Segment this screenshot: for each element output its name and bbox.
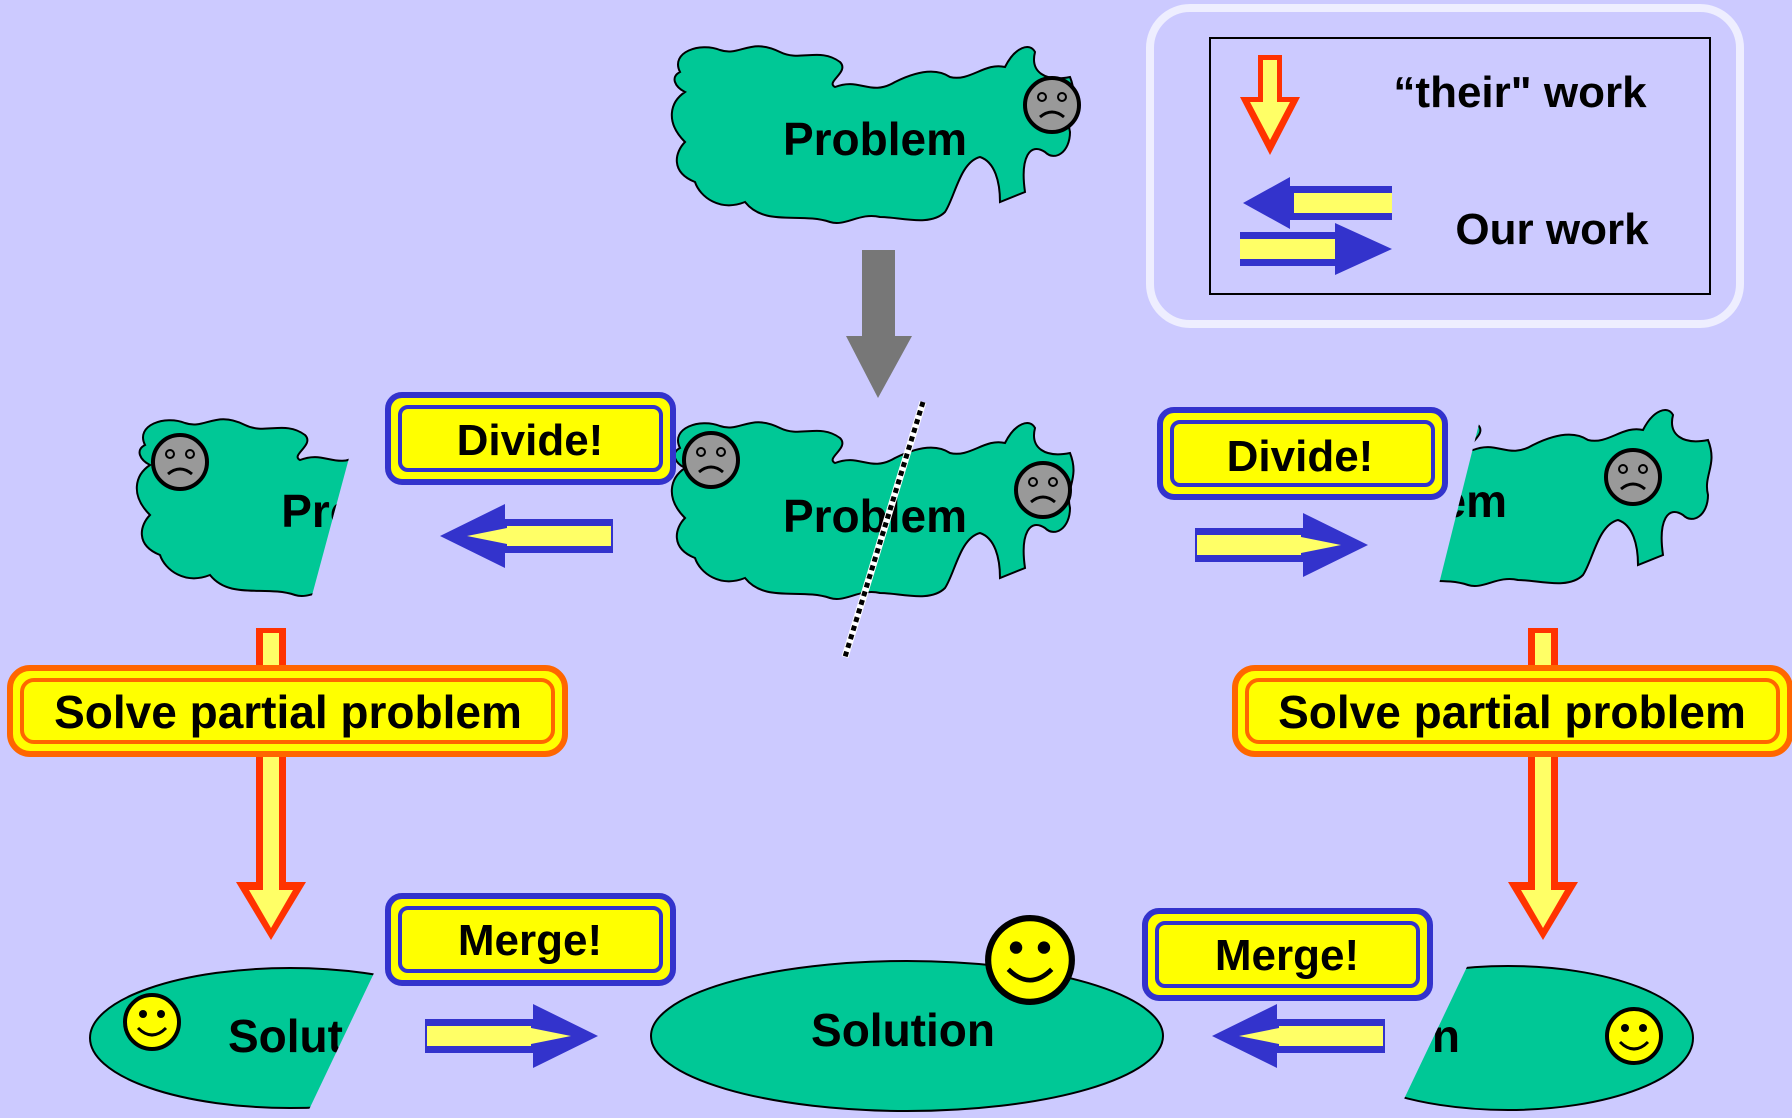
- solve-label-right: Solve partial problem: [1232, 665, 1792, 757]
- middle-problem-label: Problem: [783, 490, 967, 542]
- divide-label-right: Divide!: [1157, 407, 1448, 500]
- cut-line: [841, 400, 927, 659]
- legend-outer-frame: [1146, 4, 1744, 328]
- gray-down-arrow: [846, 250, 912, 398]
- merge-label-right: Merge!: [1142, 908, 1433, 1001]
- legend-our-work-label: Our work: [1455, 205, 1649, 254]
- legend-their-work-label: “their" work: [1393, 68, 1647, 117]
- svg-text:Merge!: Merge!: [458, 916, 602, 965]
- sad-face-icon: [1023, 76, 1081, 134]
- top-problem: Problem: [670, 45, 1081, 225]
- middle-problem: Problem: [670, 400, 1075, 659]
- sad-face-icon: [1014, 461, 1072, 519]
- merge-arrow-right: [1212, 1004, 1385, 1068]
- final-solution-label: Solution: [811, 1004, 995, 1056]
- divide-arrow-right: [1195, 513, 1368, 577]
- svg-text:Divide!: Divide!: [457, 416, 604, 465]
- merge-arrow-left: [425, 1004, 598, 1068]
- solution-ellipse: [89, 967, 385, 1109]
- legend: “their" work Our work: [1146, 4, 1744, 328]
- final-solution: Solution: [650, 918, 1164, 1112]
- legend-box: [1209, 37, 1711, 295]
- divide-label-left: Divide!: [385, 392, 676, 485]
- happy-face-icon: [1605, 1007, 1663, 1065]
- left-problem-label: Probl: [281, 485, 399, 537]
- svg-text:Merge!: Merge!: [1215, 931, 1359, 980]
- svg-text:Solve partial problem: Solve partial problem: [54, 686, 522, 738]
- left-partial-solution: Solut: [89, 967, 385, 1109]
- svg-text:Solve partial problem: Solve partial problem: [1278, 686, 1746, 738]
- legend-their-work-arrow: [1240, 55, 1300, 155]
- svg-text:Divide!: Divide!: [1227, 432, 1374, 481]
- legend-our-work-arrows: [1240, 177, 1392, 275]
- merge-label-left: Merge!: [385, 893, 676, 986]
- happy-face-icon: [988, 918, 1072, 1002]
- sad-face-icon: [1604, 448, 1662, 506]
- solve-arrow-left: [236, 628, 306, 940]
- left-solution-label: Solut: [228, 1010, 343, 1062]
- sad-face-icon: [151, 433, 209, 491]
- divide-arrow-left: [440, 504, 613, 568]
- solve-arrow-right: [1508, 628, 1578, 940]
- sad-face-icon: [682, 431, 740, 489]
- solve-label-left: Solve partial problem: [7, 665, 568, 757]
- top-problem-label: Problem: [783, 113, 967, 165]
- happy-face-icon: [123, 993, 181, 1051]
